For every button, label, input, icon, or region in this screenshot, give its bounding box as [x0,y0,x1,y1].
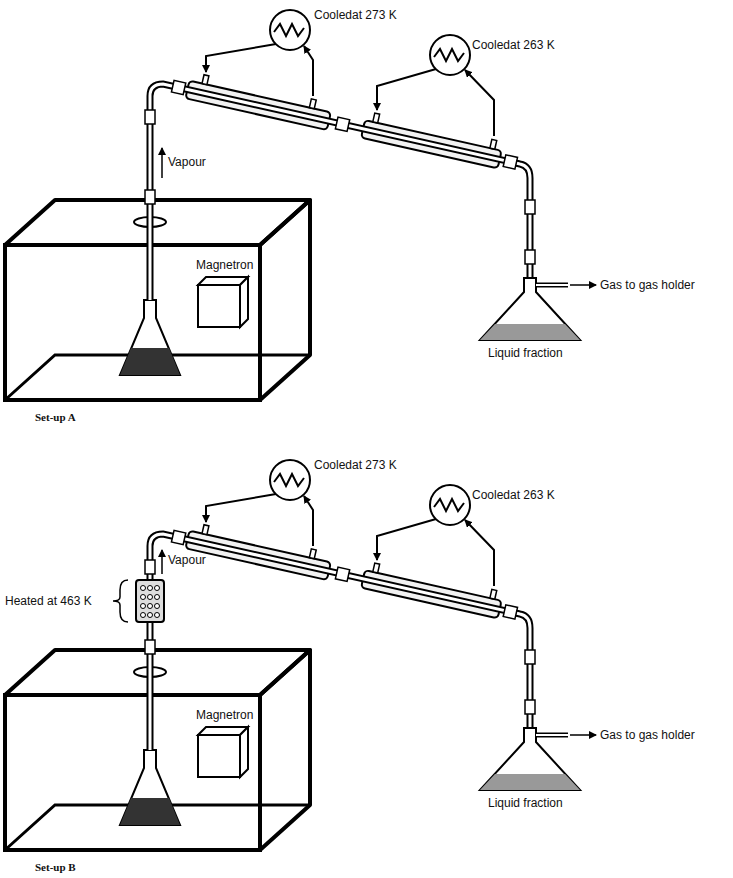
vapour-arrow [161,550,163,574]
cooling-label: Cooledat 273 K [314,458,397,472]
vapour-arrow [161,148,163,178]
magnetron-box: Magnetron [194,258,260,272]
cooling-label: Cooledat 273 K [314,8,397,22]
product-label: Liquid fraction [488,796,563,810]
vapour-label: Vapour [168,553,206,567]
setup-caption: Set-up B [35,860,76,874]
component-label: Magnetron [196,258,258,272]
setup-a-apparatus [5,10,596,400]
product-label: Liquid fraction [488,346,563,360]
outlet-label: Gas to gas holder [600,728,695,742]
cooling-label: Cooledat 263 K [472,38,555,52]
cooling-label: Cooledat 263 K [472,488,555,502]
setup-caption: Set-up A [35,410,76,424]
heater-label: Heated at 463 K [5,594,92,608]
bracket [113,580,128,622]
heater-block [136,580,164,622]
outlet-label: Gas to gas holder [600,278,695,292]
magnetron-box: Magnetron [194,708,260,722]
setup-b-apparatus [5,460,596,850]
component-label: Magnetron [196,708,258,722]
vapour-label: Vapour [168,155,206,169]
